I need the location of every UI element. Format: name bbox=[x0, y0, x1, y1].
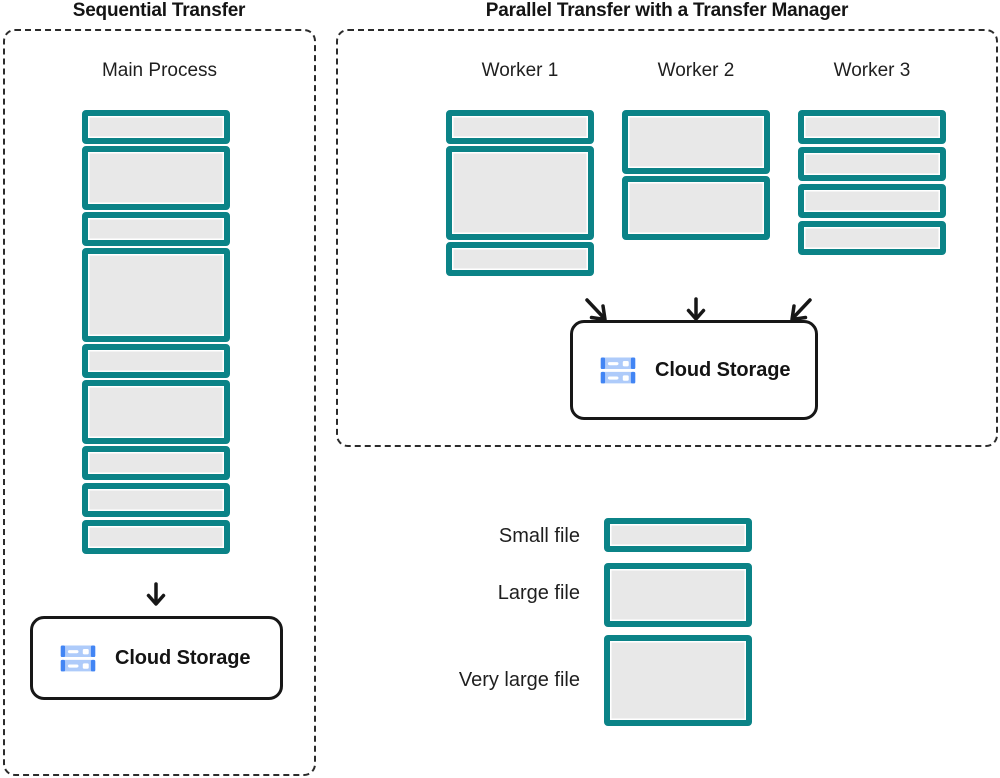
file-block-small bbox=[82, 110, 230, 144]
legend-label-small-file: Small file bbox=[498, 525, 580, 547]
cloud-storage-icon bbox=[60, 645, 96, 672]
cloud-storage-label: Cloud Storage bbox=[655, 358, 791, 381]
file-block-small bbox=[798, 184, 946, 218]
file-block-small bbox=[82, 483, 230, 517]
file-block-small bbox=[446, 242, 594, 276]
file-block-small bbox=[798, 221, 946, 255]
file-block-small bbox=[82, 520, 230, 554]
legend-swatch-very-large-file bbox=[604, 635, 752, 726]
file-block-small bbox=[82, 344, 230, 378]
legend-label-large-file: Large file bbox=[497, 582, 580, 604]
file-block-small bbox=[446, 110, 594, 144]
worker-2-label: Worker 2 bbox=[657, 60, 735, 81]
worker-3-label: Worker 3 bbox=[833, 60, 911, 81]
file-block-small bbox=[798, 110, 946, 144]
file-block-small bbox=[82, 446, 230, 480]
file-block-very-large bbox=[82, 248, 230, 342]
file-block-small bbox=[82, 212, 230, 246]
parallel-transfer-panel bbox=[336, 29, 998, 447]
transfer-arrow-down-icon bbox=[146, 582, 166, 606]
right-panel-title: Parallel Transfer with a Transfer Manage… bbox=[485, 0, 849, 21]
cloud-storage-icon bbox=[600, 357, 636, 384]
legend-swatch-small-file bbox=[604, 518, 752, 552]
worker-arrows-group-icon bbox=[585, 297, 812, 322]
worker-1-label: Worker 1 bbox=[481, 60, 559, 81]
main-process-label: Main Process bbox=[101, 60, 218, 81]
left-panel-title: Sequential Transfer bbox=[72, 0, 246, 21]
file-block-large bbox=[82, 146, 230, 210]
file-block-small bbox=[798, 147, 946, 181]
file-block-very-large bbox=[446, 146, 594, 240]
file-block-large bbox=[622, 110, 770, 174]
legend-swatch-large-file bbox=[604, 563, 752, 627]
cloud-storage-label: Cloud Storage bbox=[115, 646, 251, 669]
cloud-storage-box[interactable]: Cloud Storage bbox=[570, 320, 818, 420]
file-block-large bbox=[82, 380, 230, 444]
cloud-storage-box[interactable]: Cloud Storage bbox=[30, 616, 283, 700]
sequential-transfer-panel bbox=[3, 29, 316, 776]
file-block-large bbox=[622, 176, 770, 240]
legend-label-very-large-file: Very large file bbox=[458, 669, 580, 691]
